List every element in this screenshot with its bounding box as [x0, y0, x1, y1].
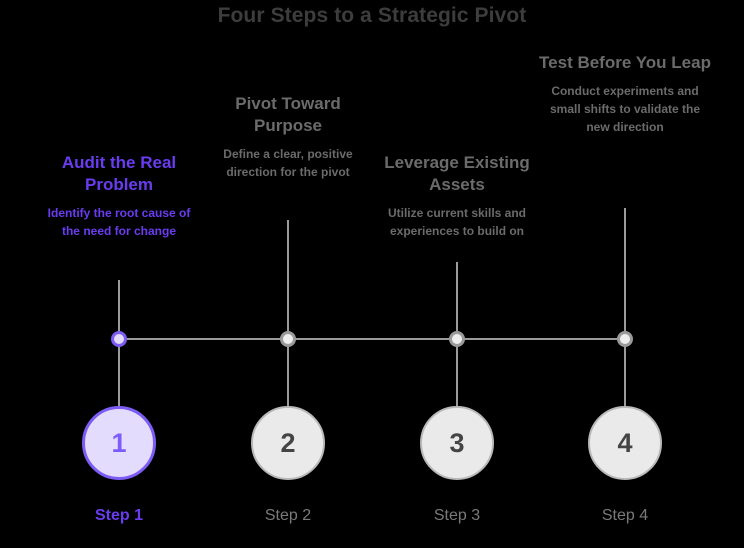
- timeline-node-step-3[interactable]: [449, 331, 465, 347]
- step-number-1: 1: [111, 427, 127, 458]
- step-description-4: Conduct experiments and small shifts to …: [549, 84, 701, 134]
- step-circle-3[interactable]: 3: [420, 406, 494, 480]
- step-label-3: Step 3: [433, 507, 481, 524]
- step-number-2: 2: [280, 427, 296, 458]
- step-title-2: Pivot Toward Purpose: [235, 94, 341, 135]
- step-column-2[interactable]: Pivot Toward Purpose Define a clear, pos…: [193, 0, 383, 548]
- step-circle-4[interactable]: 4: [588, 406, 662, 480]
- page-title: Four Steps to a Strategic Pivot: [217, 4, 527, 27]
- step-title-1: Audit the Real Problem: [61, 153, 177, 194]
- connector-line-step-4: [624, 208, 626, 408]
- timeline-axis: [119, 338, 625, 340]
- step-description-3: Utilize current skills and experiences t…: [387, 206, 527, 238]
- connector-line-step-2: [287, 220, 289, 408]
- step-label-4: Step 4: [601, 507, 649, 524]
- step-label-1: Step 1: [94, 507, 143, 524]
- timeline-node-step-4[interactable]: [617, 331, 633, 347]
- step-column-4[interactable]: Test Before You Leap Conduct experiments…: [530, 0, 720, 548]
- step-description-1: Identify the root cause of the need for …: [47, 206, 191, 238]
- step-column-1[interactable]: Audit the Real Problem Identify the root…: [24, 0, 214, 548]
- timeline-node-step-1[interactable]: [111, 331, 127, 347]
- step-circle-1[interactable]: 1: [82, 406, 156, 480]
- step-number-3: 3: [449, 427, 465, 458]
- step-column-3[interactable]: Leverage Existing Assets Utilize current…: [362, 0, 552, 548]
- step-label-2: Step 2: [264, 507, 312, 524]
- step-description-2: Define a clear, positive direction for t…: [223, 147, 353, 179]
- step-number-4: 4: [617, 427, 633, 458]
- step-title-4: Test Before You Leap: [539, 53, 711, 72]
- step-circle-2[interactable]: 2: [251, 406, 325, 480]
- timeline-node-step-2[interactable]: [280, 331, 296, 347]
- step-title-3: Leverage Existing Assets: [384, 153, 530, 194]
